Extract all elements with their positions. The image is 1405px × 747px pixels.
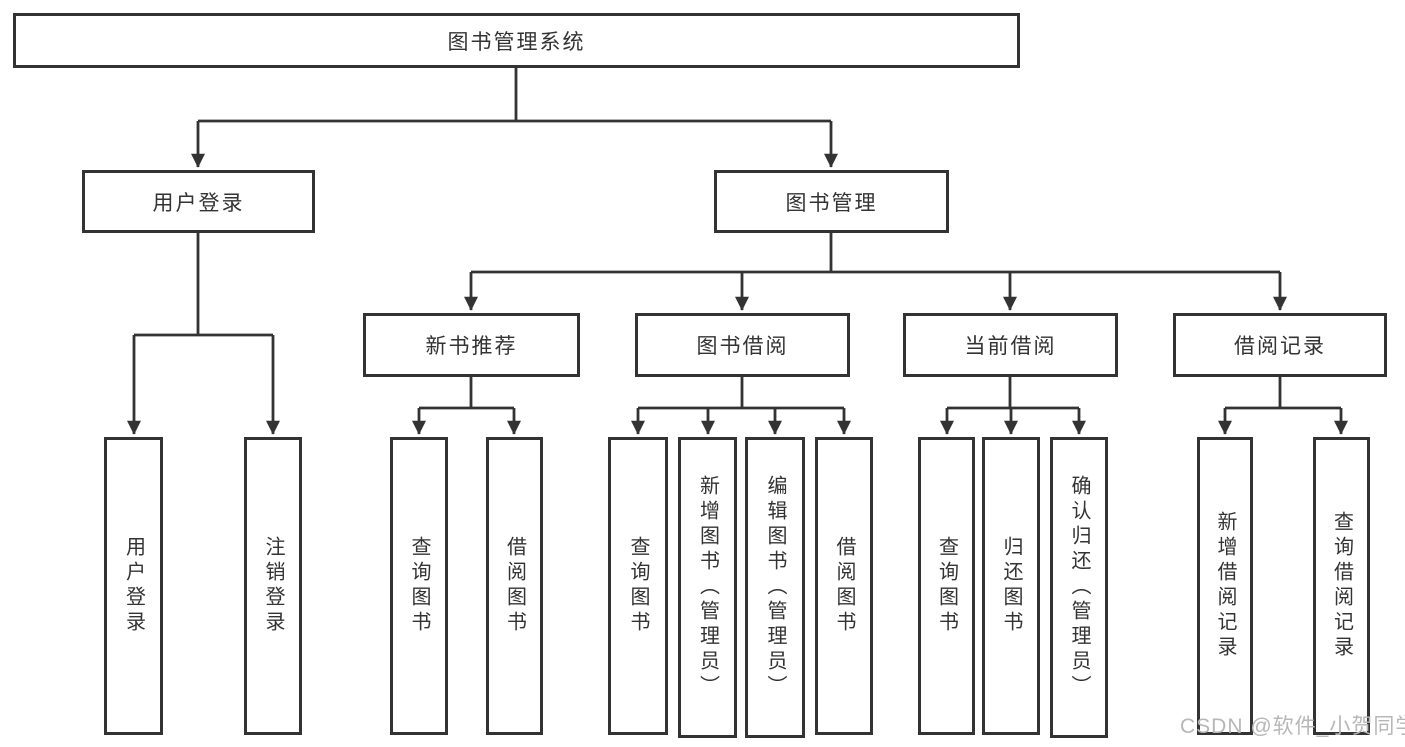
leaf-cb-return-books: 归还图书 xyxy=(982,437,1040,735)
leaf-user-login: 用户登录 xyxy=(104,437,163,735)
leaf-logout: 注销登录 xyxy=(244,437,302,735)
watermark-text: CSDN @软件_小贺同学 xyxy=(1180,715,1405,738)
leaf-cb-query-books: 查询图书 xyxy=(918,437,975,735)
leaf-bb-edit-books-admin: 编辑图书（管理员） xyxy=(745,437,805,738)
node-new-book-recommend: 新书推荐 xyxy=(363,313,580,377)
node-current-borrow: 当前借阅 xyxy=(903,313,1118,377)
leaf-bb-query-books: 查询图书 xyxy=(608,437,668,735)
node-book-borrow: 图书借阅 xyxy=(635,313,850,377)
leaf-br-add-record: 新增借阅记录 xyxy=(1197,437,1253,735)
leaf-bb-borrow-books: 借阅图书 xyxy=(815,437,873,735)
node-user-login: 用户登录 xyxy=(82,170,315,233)
leaf-cb-confirm-return-admin: 确认归还（管理员） xyxy=(1050,437,1108,738)
node-book-management: 图书管理 xyxy=(714,170,949,233)
node-root: 图书管理系统 xyxy=(13,13,1020,68)
node-borrow-records: 借阅记录 xyxy=(1173,313,1387,377)
leaf-nbr-borrow-books: 借阅图书 xyxy=(486,437,543,735)
leaf-br-query-record: 查询借阅记录 xyxy=(1313,437,1370,735)
leaf-bb-add-books-admin: 新增图书（管理员） xyxy=(678,437,737,738)
leaf-nbr-query-books: 查询图书 xyxy=(390,437,448,735)
